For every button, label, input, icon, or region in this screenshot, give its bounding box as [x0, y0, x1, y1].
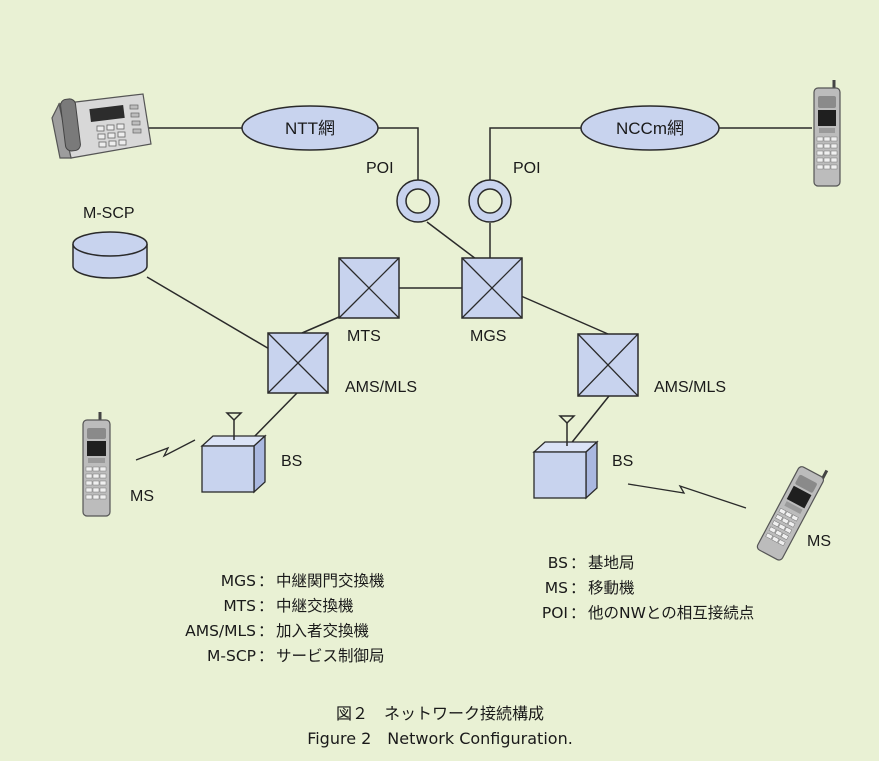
legend-term: MTS: [223, 597, 256, 615]
figure-caption-japanese: 図２ ネットワーク接続構成: [336, 704, 544, 723]
link-mts-ams: [301, 316, 340, 334]
legend-separator: ：: [570, 604, 586, 622]
mgs-label: MGS: [470, 328, 506, 345]
link-ams-bs-right: [568, 395, 610, 447]
legend-left: MGS ： 中継関門交換機 MTS ： 中継交換機 AMS/MLS ： 加入者交…: [185, 572, 384, 665]
ams-switch-right: [577, 333, 639, 397]
mts-switch: [338, 257, 400, 319]
legend-separator: ：: [258, 572, 274, 590]
bs-label-left: BS: [281, 453, 302, 470]
ams-label-right: AMS/MLS: [654, 379, 726, 396]
desk-telephone-icon: [51, 93, 152, 159]
legend-separator: ：: [258, 622, 274, 640]
legend-term: AMS/MLS: [185, 622, 256, 640]
link-mscp-ams: [146, 276, 272, 351]
ms-label-right: MS: [807, 533, 831, 550]
poi-node-right: [468, 179, 512, 223]
legend-term: MS: [545, 579, 568, 597]
database-cylinder-icon: [72, 231, 148, 279]
ntt-network-label: NTT網: [285, 119, 335, 138]
base-station-left: [200, 412, 267, 494]
legend-definition: サービス制御局: [276, 647, 385, 665]
legend-term: M-SCP: [207, 647, 256, 665]
nccm-network: NCCm網: [580, 105, 720, 151]
mgs-switch: [461, 257, 523, 319]
link-ntt-poi: [377, 127, 419, 180]
legend-definition: 移動機: [588, 579, 635, 597]
legend-definition: 他のNWとの相互接続点: [588, 604, 754, 622]
link-ams-bs-left: [248, 391, 299, 443]
radio-link-icon: [627, 483, 747, 509]
radio-link-icon: [135, 439, 196, 461]
poi-label-right: POI: [513, 160, 541, 177]
poi-label-left: POI: [366, 160, 394, 177]
legend-definition: 基地局: [588, 554, 635, 572]
antenna-icon: [558, 415, 576, 446]
mobile-phone-icon: [813, 80, 841, 187]
figure-caption-english: Figure 2 Network Configuration.: [307, 729, 573, 748]
legend-term: BS: [548, 554, 568, 572]
ms-label-left: MS: [130, 488, 154, 505]
bs-label-right: BS: [612, 453, 633, 470]
legend-term: MGS: [221, 572, 256, 590]
antenna-icon: [225, 412, 243, 440]
ams-switch-left: [267, 332, 329, 394]
ntt-network: NTT網: [241, 105, 379, 151]
legend-term: POI: [542, 604, 568, 622]
legend-separator: ：: [570, 579, 586, 597]
legend-separator: ：: [570, 554, 586, 572]
base-station-right: [532, 415, 599, 500]
poi-node-left: [396, 179, 440, 223]
legend-definition: 中継関門交換機: [276, 572, 385, 590]
nccm-network-label: NCCm網: [616, 119, 684, 138]
legend-right: BS ： 基地局 MS ： 移動機 POI ： 他のNWとの相互接続点: [542, 554, 754, 622]
legend-definition: 中継交換機: [276, 597, 354, 615]
legend-separator: ：: [258, 597, 274, 615]
connection-lines: [146, 127, 812, 447]
link-nccm-poi: [489, 127, 581, 180]
ams-label-left: AMS/MLS: [345, 379, 417, 396]
mscp-label: M-SCP: [83, 205, 135, 222]
mobile-phone-icon: [82, 412, 111, 517]
link-poi-mgs: [426, 221, 477, 260]
mts-label: MTS: [347, 328, 381, 345]
link-mgs-ams: [520, 295, 609, 335]
mobile-phone-icon: [756, 466, 829, 561]
legend-separator: ：: [258, 647, 274, 665]
legend-definition: 加入者交換機: [276, 622, 369, 640]
